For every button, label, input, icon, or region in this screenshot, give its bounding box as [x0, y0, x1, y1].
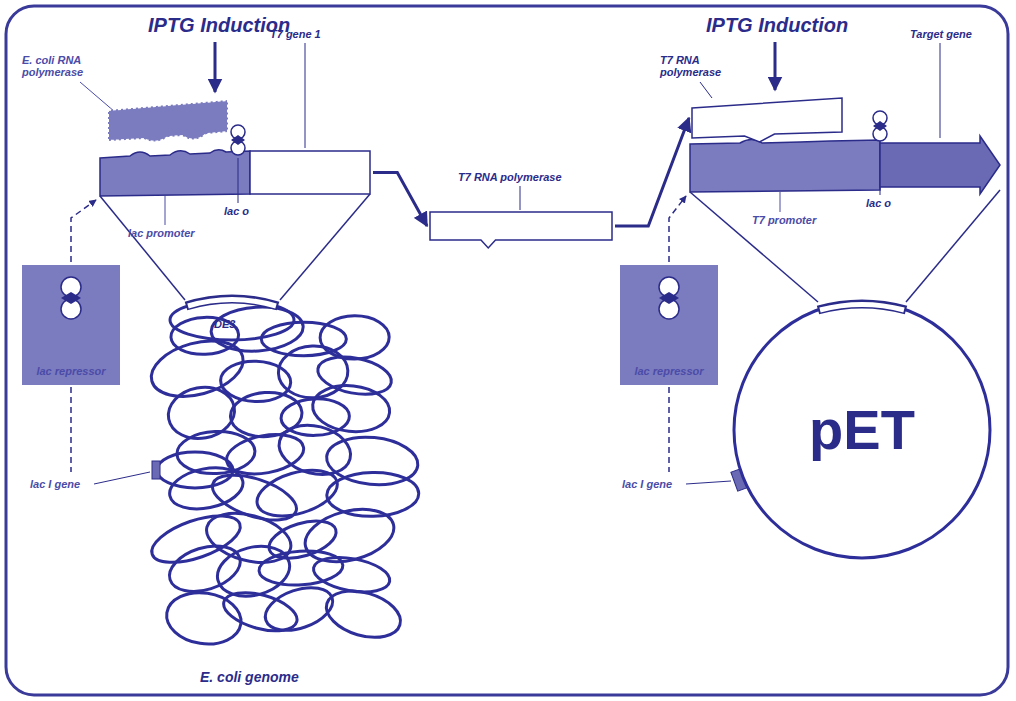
dashed-line: [668, 387, 670, 472]
t7-promoter-band: [690, 140, 880, 193]
leader-line: [686, 481, 731, 484]
genome-loop: [201, 505, 296, 571]
de3-segment: [188, 300, 276, 307]
zoom-line: [906, 190, 1000, 302]
de3-segment: [186, 299, 278, 306]
frame: [6, 6, 1008, 695]
genome-loop: [252, 462, 343, 525]
node-label: pET: [809, 399, 915, 461]
induction-arrow: [774, 42, 777, 90]
leader-line: [238, 158, 239, 203]
part-label: T7 RNA polymerase: [660, 54, 730, 78]
leader-line: [94, 472, 150, 484]
genome-loop: [258, 548, 344, 587]
genome-loop: [146, 506, 246, 571]
genome-loop: [170, 316, 239, 356]
repressor-box: lac repressor: [22, 265, 120, 385]
gene-segment: [250, 151, 370, 194]
target-gene-arrow: Target gene: [880, 140, 1000, 190]
operator-symbol: [873, 121, 887, 131]
polymerase-shape: [692, 98, 842, 138]
gene-segment: T7 gene 1: [250, 151, 370, 194]
genome-loop: [277, 345, 348, 399]
node-label: lac repressor: [36, 365, 105, 377]
genome-loop: [320, 315, 389, 359]
laci-gene-mark: [152, 461, 160, 479]
leader-line: [305, 43, 306, 148]
leader-line: [520, 186, 521, 210]
leader-line: [940, 43, 941, 138]
polymerase-shape: [430, 212, 612, 240]
genome-loops: [145, 304, 420, 649]
part-label: IPTG Induction: [706, 14, 848, 36]
genome-loop: [274, 418, 356, 482]
part-label: E. coli genome: [200, 670, 299, 685]
genome-loop: [321, 583, 406, 645]
zoom-line: [280, 194, 370, 300]
genome-loop: [170, 300, 294, 340]
flow-arrow: [373, 173, 427, 227]
leader-line: [165, 196, 166, 225]
part-label: Target gene: [910, 28, 1000, 40]
leader-line: [700, 82, 712, 98]
part-label: IPTG Induction: [148, 14, 290, 36]
genome-loop: [315, 351, 395, 400]
part-label: lac o: [866, 197, 891, 209]
leader-line: [780, 192, 781, 212]
dashed-line: [669, 196, 686, 262]
part-label: lac I gene: [30, 478, 80, 490]
part-label: lac promoter: [128, 227, 195, 239]
polymerase-shape: T7 RNA polymerase: [430, 212, 612, 240]
part-label: T7 promoter: [752, 214, 816, 226]
genome-loop: [145, 332, 249, 406]
part-label: DE3: [214, 318, 235, 330]
genome-loop: [157, 452, 233, 488]
polymerase-shape: [108, 98, 228, 142]
repressor-box: lac repressor: [620, 265, 718, 385]
genome-loop: [164, 538, 246, 600]
dashed-line: [70, 387, 72, 472]
plasmid-circle: pET: [732, 300, 992, 560]
part-label: T7 RNA polymerase: [458, 171, 608, 183]
part-label: E. coli RNA polymerase: [22, 54, 94, 78]
polymerase-shape: E. coli RNA polymerase: [108, 98, 228, 142]
flow-arrow: [615, 118, 689, 226]
part-label: lac o: [224, 205, 249, 217]
induction-arrow: [214, 42, 217, 92]
genome-loop: [300, 501, 400, 571]
dashed-line: [71, 200, 96, 262]
polymerase-shape: T7 RNA polymerase: [692, 98, 842, 138]
target-gene-arrow: [880, 140, 1000, 190]
operator-symbol: [231, 135, 245, 145]
part-label: lac I gene: [622, 478, 672, 490]
lac-promoter-band: [100, 150, 250, 196]
node-label: lac repressor: [634, 365, 703, 377]
leader-line: [80, 82, 115, 112]
